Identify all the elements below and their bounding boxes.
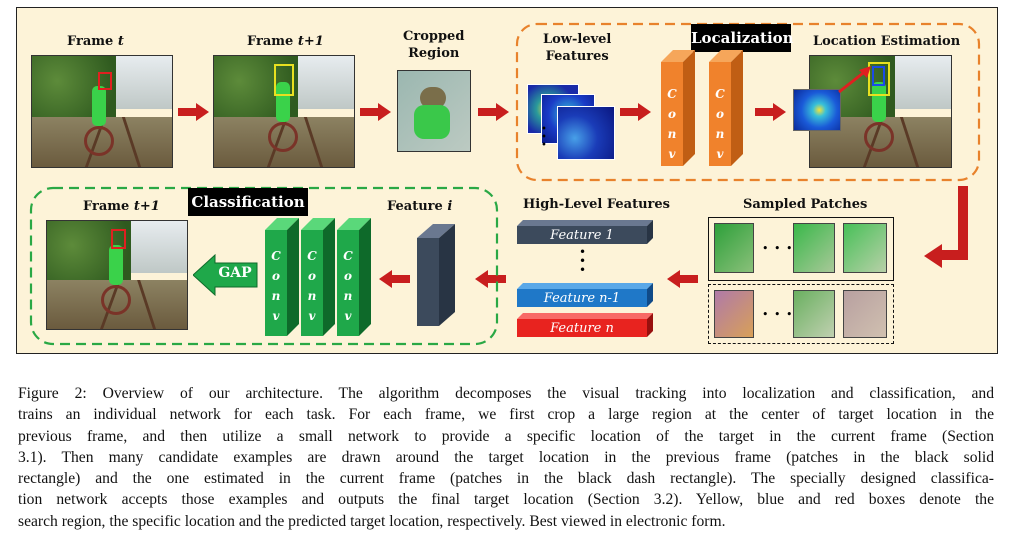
feature-i-block <box>417 224 455 326</box>
classification-conv-layer <box>265 218 299 336</box>
caption-line: tion network accepts those examples and … <box>18 491 994 509</box>
frame-t-label: Frame t <box>67 34 124 49</box>
frame-t1-bottom-image <box>46 220 188 330</box>
frame-t1-top-image <box>213 55 355 168</box>
classification-title: Classification <box>188 188 308 216</box>
caption-line: 3.1). Then many candidate examples are d… <box>18 448 994 466</box>
patch <box>843 223 887 273</box>
solid-patch-box <box>708 217 894 281</box>
arrow-right <box>478 103 509 121</box>
caption-line: trains an individual network for each ta… <box>18 406 994 424</box>
gap-arrow <box>193 254 258 296</box>
predicted-box <box>111 229 126 249</box>
location-estimation-label: Location Estimation <box>813 34 961 49</box>
frame-t1-top-label: Frame t+1 <box>247 34 324 49</box>
patch-ellipsis: • • • <box>762 308 794 321</box>
feature-ellipsis: ••• <box>579 245 587 277</box>
feature-ellipsis: ••• <box>541 124 547 151</box>
caption-line: rectangle) and the one estimated in the … <box>18 470 994 488</box>
classification-conv-layer <box>337 218 371 336</box>
arrow-right <box>360 103 391 121</box>
arrow-left <box>379 270 410 288</box>
localization-title: Localization <box>691 24 794 52</box>
arrow-left <box>667 270 698 288</box>
predicted-box <box>98 72 112 90</box>
arrow-right <box>755 103 786 121</box>
arrow-right <box>178 103 209 121</box>
arrow-right <box>620 103 651 121</box>
feature-n1-bar: Feature n-1 <box>543 291 621 306</box>
caption-line: search region, the specific location and… <box>18 512 726 530</box>
frame-t1-bottom-label: Frame t+1 <box>83 199 160 214</box>
patch <box>843 290 887 338</box>
gap-label: GAP <box>218 265 252 281</box>
classification-conv-layer <box>301 218 335 336</box>
pointer-arrow <box>838 66 871 94</box>
localization-conv-layer <box>709 50 743 166</box>
feature-n-bar: Feature n <box>550 321 614 336</box>
patch <box>793 223 835 273</box>
arrow-left <box>475 270 506 288</box>
feature-bars <box>517 220 653 337</box>
figure-caption: Figure 2: Overview of our architecture. … <box>18 383 994 532</box>
response-map <box>793 89 841 131</box>
frame-t-image <box>31 55 173 168</box>
patch <box>714 223 754 273</box>
caption-line: previous frame, and then utilize a small… <box>18 427 994 445</box>
feature-1-bar: Feature 1 <box>550 228 614 243</box>
search-region-box <box>274 64 294 96</box>
feature-i-label: Feature i <box>387 199 453 214</box>
sampled-patches-label: Sampled Patches <box>743 197 868 212</box>
high-level-features-label: High-Level Features <box>523 197 670 212</box>
patch <box>793 290 835 338</box>
patch-ellipsis: • • • <box>762 242 794 255</box>
feature-map <box>557 106 615 160</box>
dashed-patch-box <box>708 284 894 344</box>
caption-line: Figure 2: Overview of our architecture. … <box>18 385 994 402</box>
arrow-down-left <box>924 186 968 268</box>
cropped-region-image <box>397 70 471 152</box>
patch <box>714 290 754 338</box>
localization-conv-layer <box>661 50 695 166</box>
